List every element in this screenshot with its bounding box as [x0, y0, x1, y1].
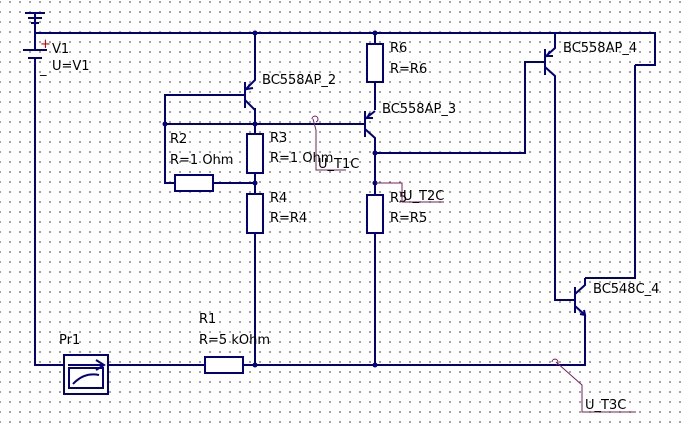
q4-emitter-arrow [545, 50, 553, 57]
wire-left-rail [34, 75, 66, 366]
voltage-source-v1[interactable]: + _ V1 U=V1 [23, 12, 90, 77]
transistor-q5-name: BC548C_4 [593, 282, 659, 297]
probe-pr1[interactable]: Pr1 [59, 333, 109, 395]
transistor-q3-name: BC558AP_3 [382, 102, 456, 117]
resistor-r6-value: R=R6 [390, 62, 427, 77]
probe-name: Pr1 [59, 333, 80, 348]
node-label-t3c[interactable]: U_T3C [551, 358, 636, 413]
transistor-q2-name: BC558AP_2 [262, 73, 336, 88]
resistor-r4-body [246, 193, 264, 234]
pnp-transistor-icon [359, 110, 376, 153]
v1-plus-sign: + [40, 37, 51, 52]
junction-dot [372, 362, 378, 368]
resistor-r4[interactable]: R4 R=R4 [246, 191, 307, 234]
transistor-q3[interactable]: BC558AP_3 [359, 102, 456, 153]
wires [34, 32, 656, 366]
v1-minus-sign: _ [39, 62, 47, 77]
probe-meter-icon [72, 373, 100, 385]
wire-r2-loop [164, 94, 255, 184]
junction-dot [372, 180, 378, 186]
q5-emitter-arrow [579, 309, 587, 317]
resistor-r1-body [204, 356, 244, 374]
resistor-r5-value: R=R5 [390, 211, 427, 226]
resistor-r2-name: R2 [170, 132, 187, 147]
wire-q4c-q5b [554, 80, 569, 301]
transistor-q4-name: BC558AP_4 [563, 41, 637, 56]
wire-q5c-rail [585, 65, 636, 279]
ground-icon [25, 12, 45, 33]
transistor-q4[interactable]: BC558AP_4 [541, 41, 637, 80]
resistor-r6-name: R6 [390, 41, 407, 56]
label-leader-line [555, 361, 636, 413]
wire-bottom-rail [109, 320, 586, 366]
resistor-r1-name: R1 [199, 312, 216, 327]
resistor-r3-body [246, 133, 264, 174]
battery-icon [23, 33, 47, 75]
v1-value: U=V1 [52, 59, 90, 74]
node-label-t1c-text: U_T1C [318, 157, 359, 172]
junction-dot [252, 30, 258, 36]
resistor-r1-value: R=5 kOhm [199, 333, 270, 348]
q2-emitter-arrow [245, 83, 254, 91]
pnp-transistor-icon [241, 74, 256, 111]
junction-dot [162, 121, 168, 127]
label-leader-line [312, 118, 346, 171]
resistor-r6-body [366, 43, 384, 83]
resistor-r3-value: R=1 Ohm [270, 151, 333, 166]
npn-transistor-icon [569, 278, 586, 320]
resistor-r2-value: R=1 Ohm [170, 153, 233, 168]
resistor-r5-body [366, 194, 384, 234]
v1-name: V1 [52, 42, 69, 57]
pnp-transistor-icon [541, 45, 556, 80]
resistor-r6[interactable]: R6 R=R6 [366, 41, 427, 83]
transistor-q5[interactable]: BC548C_4 [569, 278, 659, 320]
label-hook [311, 115, 319, 123]
probe-arrow-icon [68, 359, 106, 371]
resistor-r4-name: R4 [270, 191, 287, 206]
resistor-r3[interactable]: R3 R=1 Ohm [246, 131, 333, 174]
resistor-r3-name: R3 [270, 131, 287, 146]
node-label-t1c[interactable]: U_T1C [311, 115, 359, 172]
resistor-r4-value: R=R4 [270, 211, 307, 226]
label-hook [551, 358, 559, 366]
probe-screen [68, 367, 104, 389]
node-label-t3c-text: U_T3C [585, 398, 626, 413]
wire-q3c-q4b [375, 61, 541, 154]
resistor-r2-body [174, 174, 214, 192]
resistor-r2[interactable]: R2 R=1 Ohm [170, 132, 233, 192]
transistor-q2[interactable]: BC558AP_2 [241, 73, 336, 111]
wire-top-rail [35, 32, 656, 66]
junction-dot [252, 362, 258, 368]
junction-dot [252, 180, 258, 186]
node-label-t2c-text: U_T2C [403, 189, 444, 204]
junction-dot [372, 150, 378, 156]
node-label-t2c[interactable]: U_T2C [376, 182, 444, 204]
label-leader-line [376, 182, 444, 203]
junction-dot [252, 121, 258, 127]
junction-dot [372, 30, 378, 36]
q3-emitter-arrow [365, 112, 373, 119]
resistor-r1[interactable]: R1 R=5 kOhm [199, 312, 270, 374]
junctions [162, 30, 378, 368]
